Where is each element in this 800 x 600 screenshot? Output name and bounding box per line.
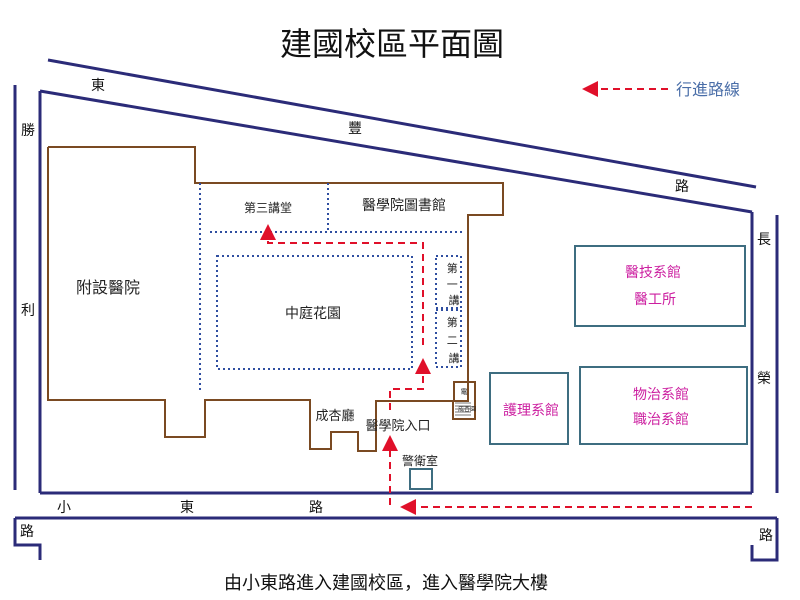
road-label-dong: 東 <box>91 78 105 94</box>
road-label-xiao: 小 <box>57 500 71 516</box>
small-label-1: 電 <box>461 388 468 396</box>
guard-room-box <box>409 468 433 490</box>
route-segment-to-lecture3 <box>260 224 424 345</box>
dongfeng-road-outer <box>47 58 757 189</box>
route-path <box>260 224 752 515</box>
medeng-label: 醫工所 <box>634 292 676 308</box>
lecture-1-outline <box>435 255 462 309</box>
map-title: 建國校區平面圖 <box>280 25 504 63</box>
guard-room-label: 警衛室 <box>402 453 438 468</box>
occup-label: 職治系館 <box>633 411 689 428</box>
lecture-2-outline <box>435 309 462 368</box>
road-label-sheng: 勝 <box>21 123 35 139</box>
route-segment-to-corridor <box>389 358 431 410</box>
hospital-label: 附設醫院 <box>76 278 140 297</box>
entrance-label: 醫學院入口 <box>365 419 430 434</box>
library-label: 醫學院圖書館 <box>362 197 446 214</box>
road-label-li: 利 <box>21 303 35 319</box>
garden-outline <box>216 255 413 370</box>
roads <box>13 58 779 562</box>
medtech-label: 醫技系館 <box>625 264 681 281</box>
road-label-rong: 榮 <box>757 371 771 387</box>
medtech-building <box>574 245 746 327</box>
physio-building <box>579 366 748 445</box>
right-corner-road <box>750 518 779 562</box>
lecture-1-label: 第 一 講 <box>447 261 462 307</box>
chengxing-hall-label: 成杏廳 <box>315 408 354 424</box>
dongfeng-road-inner <box>39 89 753 214</box>
nursing-label: 護理系館 <box>503 402 559 419</box>
lecture-2-label: 第 二 講 <box>447 315 462 365</box>
nursing-building <box>489 372 569 445</box>
road-label-chang: 長 <box>757 232 771 248</box>
lecture-3-label: 第三講堂 <box>244 200 292 215</box>
road-label-feng: 豐 <box>348 121 362 137</box>
medical-building-outline <box>47 146 504 452</box>
legend: 行進路線 <box>582 80 740 99</box>
road-label-lu-left: 路 <box>20 524 34 540</box>
legend-label: 行進路線 <box>676 80 740 99</box>
road-label-lu-bottom: 路 <box>309 500 323 516</box>
road-label-dong-bottom: 東 <box>180 500 194 516</box>
garden-label: 中庭花園 <box>285 305 341 322</box>
staircase-icon <box>455 402 471 416</box>
physio-label: 物治系館 <box>633 386 689 403</box>
road-label-lu-right: 路 <box>759 528 773 544</box>
road-label-lu-top: 路 <box>675 179 689 195</box>
map-caption: 由小東路進入建國校區，進入醫學院大樓 <box>224 573 548 594</box>
left-corner-road <box>13 518 42 560</box>
